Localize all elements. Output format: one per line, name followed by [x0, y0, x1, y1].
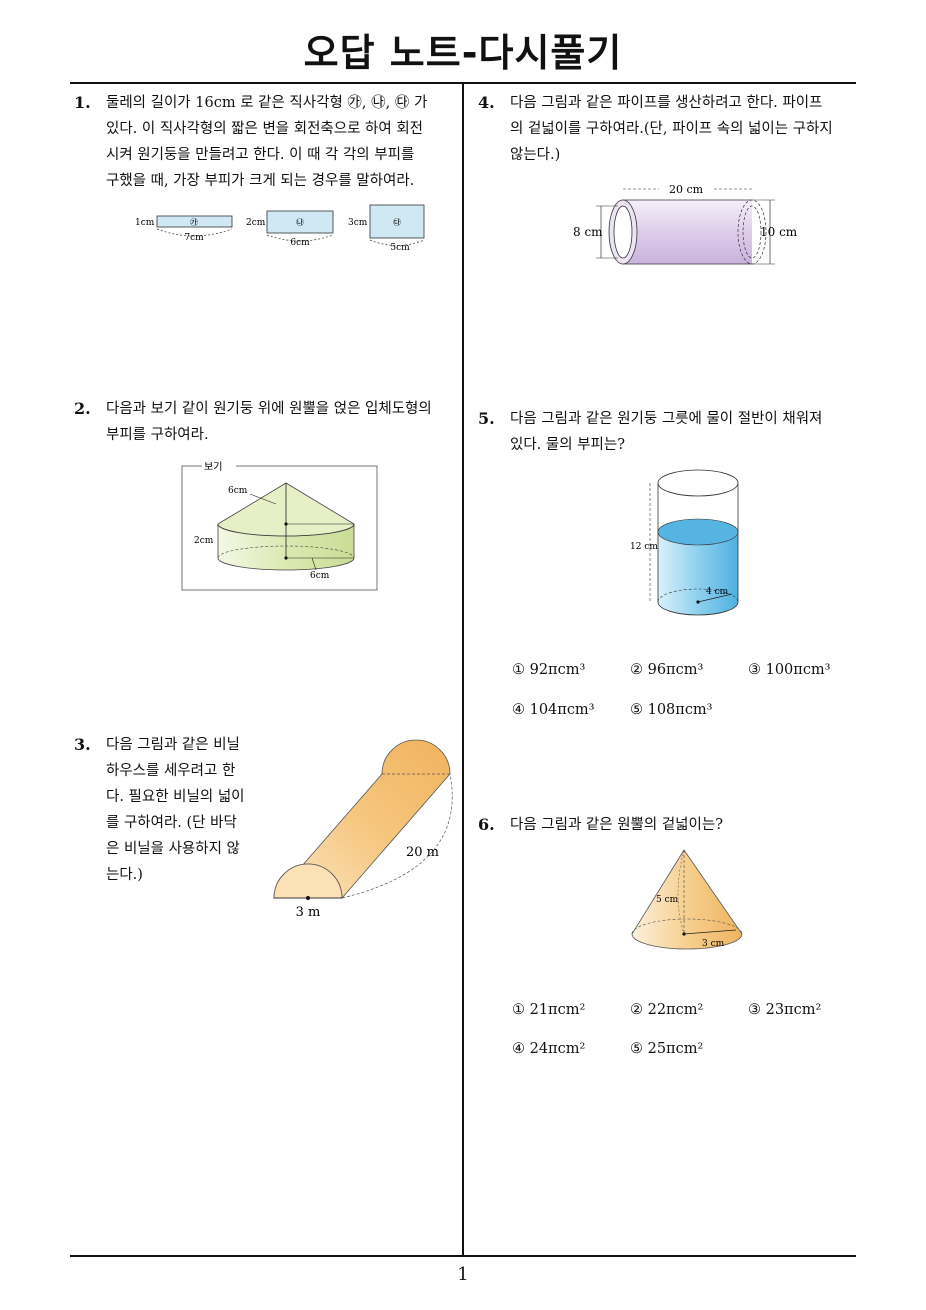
page-title: 오답 노트-다시풀기 — [303, 31, 623, 75]
rect-side-label: 3cm — [348, 218, 368, 228]
text-line: 구했을 때, 가장 부피가 크게 되는 경우를 말하여라. — [106, 173, 415, 189]
length-label: 20 m — [406, 845, 439, 860]
text-line: 를 구하여라. (단 바닥 — [106, 815, 237, 831]
text-line: 는다.) — [106, 867, 143, 883]
choice-1[interactable]: ① 21πcm² — [512, 1002, 586, 1018]
diameter-label: 3 m — [296, 905, 321, 920]
text-line: 부피를 구하여라. — [106, 427, 209, 443]
choice-4[interactable]: ④ 24πcm² — [512, 1041, 586, 1057]
half-cylinder-figure: 20 m 3 m — [273, 739, 453, 920]
column-divider — [462, 82, 464, 1256]
radius-label: 6cm — [310, 571, 330, 581]
question-text: 다음과 보기 같이 원기둥 위에 원뿔을 얹은 입체도형의 부피를 구하여라. — [106, 396, 432, 448]
text-line: 시켜 원기둥을 만들려고 한다. 이 때 각 각의 부피를 — [106, 147, 415, 163]
length-label: 20 cm — [669, 183, 704, 196]
question-text: 다음 그림과 같은 원기둥 그릇에 물이 절반이 채워져 있다. 물의 부피는? — [510, 406, 822, 458]
slant-label: 5 cm — [656, 895, 679, 905]
question-text: 다음 그림과 같은 비닐 하우스를 세우려고 한 다. 필요한 비닐의 넓이 를… — [106, 732, 245, 888]
question-number: 2. — [74, 399, 91, 418]
question-text: 다음 그림과 같은 원뿔의 겉넓이는? — [510, 812, 723, 838]
rect-mark: ㉯ — [296, 218, 304, 227]
rect-mark: ㉮ — [190, 218, 198, 227]
height-label: 12 cm — [630, 542, 658, 552]
text-line: 있다. 이 직사각형의 짧은 변을 회전축으로 하여 회전 — [106, 121, 424, 137]
choice-3[interactable]: ③ 23πcm² — [748, 1002, 822, 1018]
choice-5[interactable]: ⑤ 108πcm³ — [630, 702, 713, 718]
question-number: 1. — [74, 93, 91, 112]
bottom-rule — [70, 1255, 856, 1257]
rect-side-label: 1cm — [135, 218, 155, 228]
rect-bottom-label: 5cm — [390, 243, 410, 253]
choice-4[interactable]: ④ 104πcm³ — [512, 702, 595, 718]
text-line: 은 비닐을 사용하지 않 — [106, 841, 240, 857]
text-line: 다음 그림과 같은 원뿔의 겉넓이는? — [510, 817, 723, 833]
cone-figure: 5 cm 3 cm — [631, 849, 743, 950]
choice-3[interactable]: ③ 100πcm³ — [748, 662, 831, 678]
inner-label: 8 cm — [573, 225, 603, 239]
text-line: 다음과 보기 같이 원기둥 위에 원뿔을 얹은 입체도형의 — [106, 401, 432, 417]
rect-side-label: 2cm — [246, 218, 266, 228]
radius-label: 4 cm — [706, 587, 729, 597]
question-text: 다음 그림과 같은 파이프를 생산하려고 한다. 파이프 의 겉넓이를 구하여라… — [510, 90, 833, 168]
text-line: 다음 그림과 같은 원기둥 그릇에 물이 절반이 채워져 — [510, 411, 823, 427]
text-line: 의 겉넓이를 구하여라.(단, 파이프 속의 넓이는 구하지 — [510, 121, 833, 137]
rectangles-figure: 1cm ㉮ 7cm 2cm ㉯ 6cm 3cm ㉰ 5cm — [135, 204, 425, 253]
choice-2[interactable]: ② 22πcm² — [630, 1002, 704, 1018]
text-line: 둘레의 길이가 16cm 로 같은 직사각형 ㉮, ㉯, ㉰ 가 — [106, 95, 428, 111]
question-number: 5. — [478, 409, 495, 428]
rect-mark: ㉰ — [393, 218, 401, 227]
height-label: 2cm — [194, 536, 214, 546]
box-label: 보기 — [204, 461, 222, 473]
text-line: 하우스를 세우려고 한 — [106, 763, 236, 779]
rect-bottom-label: 7cm — [184, 233, 204, 243]
choice-2[interactable]: ② 96πcm³ — [630, 662, 704, 678]
choice-5[interactable]: ⑤ 25πcm² — [630, 1041, 704, 1057]
page-number: 1 — [457, 1264, 469, 1285]
choice-1[interactable]: ① 92πcm³ — [512, 662, 586, 678]
rect-na: 2cm ㉯ 6cm — [246, 210, 334, 248]
text-line: 다. 필요한 비닐의 넓이 — [106, 789, 245, 805]
question-text: 둘레의 길이가 16cm 로 같은 직사각형 ㉮, ㉯, ㉰ 가 있다. 이 직… — [106, 90, 427, 194]
question-number: 3. — [74, 735, 91, 754]
water-cylinder-figure: 12 cm 4 cm — [630, 469, 739, 616]
rect-bottom-label: 6cm — [290, 238, 310, 248]
rect-da: 3cm ㉰ 5cm — [348, 204, 425, 253]
pipe-figure: 20 cm 8 cm 10 cm — [573, 183, 798, 265]
outer-label: 10 cm — [760, 225, 798, 239]
rect-ga: 1cm ㉮ 7cm — [135, 215, 233, 243]
slant-label: 6cm — [228, 486, 248, 496]
text-line: 있다. 물의 부피는? — [510, 437, 625, 453]
question-number: 6. — [478, 815, 495, 834]
text-line: 다음 그림과 같은 파이프를 생산하려고 한다. 파이프 — [510, 95, 823, 111]
text-line: 다음 그림과 같은 비닐 — [106, 737, 240, 753]
text-line: 않는다.) — [510, 147, 561, 163]
radius-label: 3 cm — [702, 939, 725, 949]
cone-cylinder-figure: 보기 6cm 2cm 6cm — [181, 460, 378, 591]
question-number: 4. — [478, 93, 495, 112]
